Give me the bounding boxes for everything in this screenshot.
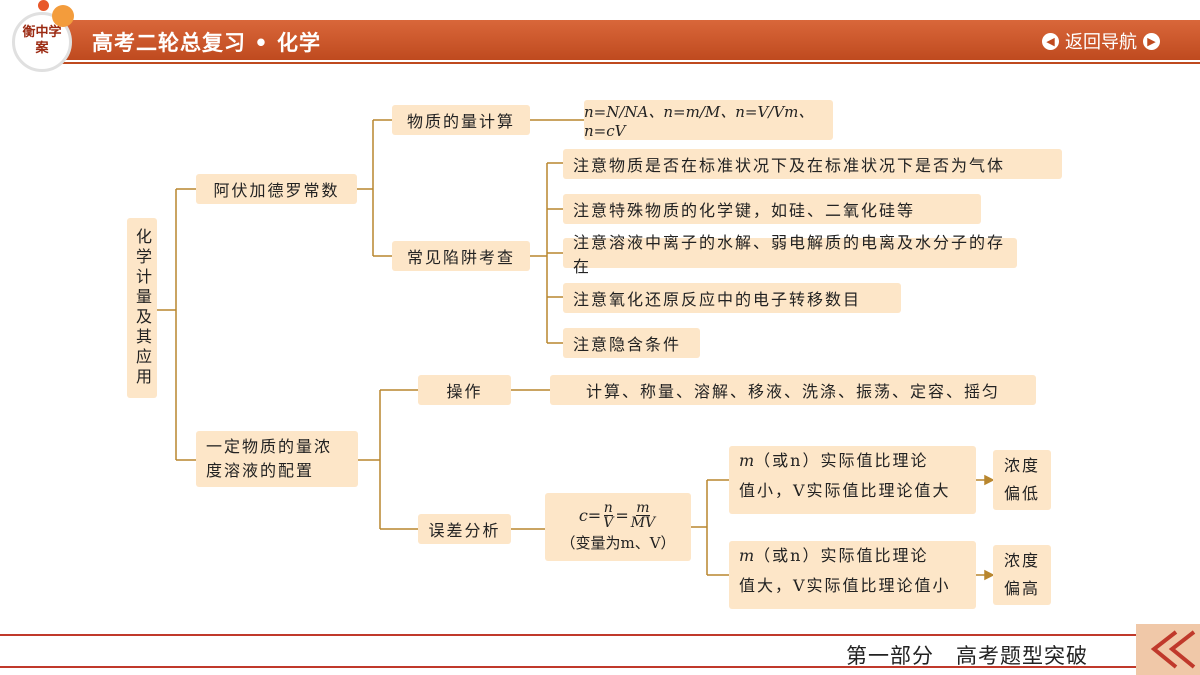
root-node: 化学计量及其应用 [127,218,157,398]
trap-item: 注意氧化还原反应中的电子转移数目 [563,283,901,313]
footer-line-bottom [0,666,1200,668]
result-low-line2: 偏低 [1003,484,1040,503]
case2-line1: m（或n）实际值比理论 [739,546,929,565]
chevron-left-icon[interactable]: ◀ [1042,32,1059,50]
back-nav[interactable]: ◀ 返回导航 ▶ [1042,29,1160,53]
node-error-analysis: 误差分析 [418,514,511,544]
decor-dot-red [38,0,49,11]
back-nav-label[interactable]: 返回导航 [1065,32,1137,53]
branch2-line1: 一定物质的量浓 [206,437,333,456]
formula-mole-text: n=N/NA、n=m/M、n=V/Vm、n=cV [584,102,814,140]
case1-line1: m（或n）实际值比理论 [739,451,929,470]
footer-section-label: 第一部分 高考题型突破 [846,644,1088,668]
case-smaller-node: m（或n）实际值比理论 值小，V实际值比理论值大 [729,446,976,514]
formula-mole: n=N/NA、n=m/M、n=V/Vm、n=cV [584,100,833,140]
node-mole-calculation: 物质的量计算 [392,105,530,135]
header-underline [50,62,1200,64]
trap-item: 注意物质是否在标准状况下及在标准状况下是否为气体 [563,149,1062,179]
double-chevron-left-icon[interactable] [1136,624,1200,675]
branch-avogadro: 阿伏加德罗常数 [196,174,357,204]
case2-line2: 值大，V实际值比理论值小 [739,576,951,595]
result-low-line1: 浓度 [1003,456,1040,475]
footer-line-top [0,634,1200,636]
result-high: 浓度 偏高 [993,545,1051,605]
operation-steps: 计算、称量、溶解、移液、洗涤、振荡、定容、摇匀 [550,375,1036,405]
trap-item: 注意特殊物质的化学键，如硅、二氧化硅等 [563,194,981,224]
decor-dot-orange [52,5,74,27]
node-operation: 操作 [418,375,511,405]
page-title: 高考二轮总复习 • 化学 [92,31,322,55]
formula-note: （变量为m、V） [560,534,676,552]
result-high-line2: 偏高 [1003,579,1040,598]
logo-text: 衡中学案 [22,25,62,56]
trap-item: 注意溶液中离子的水解、弱电解质的电离及水分子的存在 [563,233,1017,276]
result-high-line1: 浓度 [1003,551,1040,570]
chevron-right-icon[interactable]: ▶ [1143,32,1160,50]
result-low: 浓度 偏低 [993,450,1051,510]
node-common-traps: 常见陷阱考查 [392,241,530,271]
case-larger-node: m（或n）实际值比理论 值大，V实际值比理论值小 [729,541,976,609]
branch-solution-preparation: 一定物质的量浓 度溶液的配置 [196,431,358,487]
header-bar [50,20,1200,60]
trap-item: 注意隐含条件 [563,328,700,358]
branch2-line2: 度溶液的配置 [206,461,315,480]
case1-line2: 值小，V实际值比理论值大 [739,481,951,500]
